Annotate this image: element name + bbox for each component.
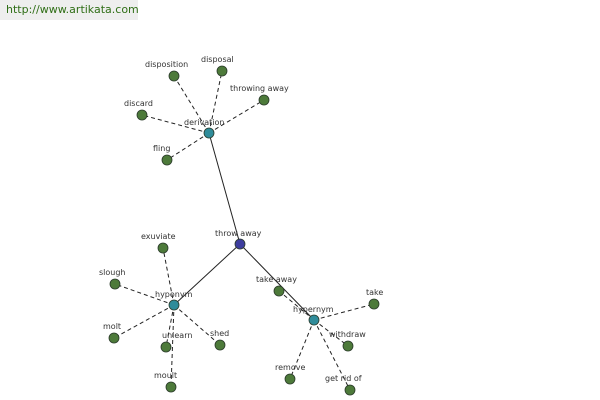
label-shed[interactable]: shed — [210, 329, 229, 338]
node-hypernym[interactable] — [308, 314, 320, 326]
label-hypernym[interactable]: hypernym — [293, 305, 334, 314]
label-slough[interactable]: slough — [99, 268, 126, 277]
site-url[interactable]: http://www.artikata.com — [0, 0, 139, 20]
edge-hyponym-exuviate — [162, 247, 175, 306]
node-throwing-away[interactable] — [258, 94, 270, 106]
edge-derivation-discard — [141, 114, 210, 134]
edge-throw-away-derivation — [208, 132, 241, 245]
label-hyponym[interactable]: hyponym — [155, 290, 193, 299]
edge-hypernym-get-rid-of — [313, 319, 351, 391]
label-remove[interactable]: remove — [275, 363, 305, 372]
label-withdraw[interactable]: withdraw — [329, 330, 366, 339]
node-moult[interactable] — [165, 381, 177, 393]
edge-hypernym-take-away — [278, 290, 315, 321]
edge-hypernym-withdraw — [313, 319, 349, 347]
edge-derivation-disposal — [208, 70, 223, 134]
node-exuviate[interactable] — [157, 242, 169, 254]
label-throw-away[interactable]: throw away — [215, 229, 262, 238]
node-unlearn[interactable] — [160, 341, 172, 353]
label-moult[interactable]: moult — [154, 371, 177, 380]
label-take[interactable]: take — [366, 288, 383, 297]
node-disposition[interactable] — [168, 70, 180, 82]
edge-hypernym-take — [313, 303, 375, 321]
label-molt[interactable]: molt — [103, 322, 121, 331]
label-take-away[interactable]: take away — [256, 275, 297, 284]
node-withdraw[interactable] — [342, 340, 354, 352]
label-derivation[interactable]: derivation — [184, 118, 224, 127]
edge-hypernym-remove — [289, 319, 315, 380]
node-get-rid-of[interactable] — [344, 384, 356, 396]
label-fling[interactable]: fling — [153, 144, 170, 153]
edge-derivation-fling — [166, 132, 210, 161]
node-take[interactable] — [368, 298, 380, 310]
edge-throw-away-hypernym — [239, 243, 315, 321]
label-get-rid-of[interactable]: get rid of — [325, 374, 362, 383]
edge-hyponym-slough — [114, 283, 175, 306]
node-take-away[interactable] — [273, 285, 285, 297]
node-throw-away[interactable] — [234, 238, 246, 250]
edge-hyponym-shed — [173, 304, 221, 346]
edge-derivation-throwing-away — [208, 99, 265, 134]
node-slough[interactable] — [109, 278, 121, 290]
node-disposal[interactable] — [216, 65, 228, 77]
node-hyponym[interactable] — [168, 299, 180, 311]
node-discard[interactable] — [136, 109, 148, 121]
label-unlearn[interactable]: unlearn — [162, 331, 192, 340]
node-molt[interactable] — [108, 332, 120, 344]
edge-hyponym-unlearn — [165, 304, 175, 348]
label-disposition[interactable]: disposition — [145, 60, 188, 69]
label-discard[interactable]: discard — [124, 99, 153, 108]
edge-hyponym-molt — [113, 304, 175, 339]
node-shed[interactable] — [214, 339, 226, 351]
node-derivation[interactable] — [203, 127, 215, 139]
node-remove[interactable] — [284, 373, 296, 385]
node-fling[interactable] — [161, 154, 173, 166]
edge-throw-away-hyponym — [173, 243, 241, 306]
label-throwing-away[interactable]: throwing away — [230, 84, 289, 93]
label-exuviate[interactable]: exuviate — [141, 232, 176, 241]
label-disposal[interactable]: disposal — [201, 55, 234, 64]
